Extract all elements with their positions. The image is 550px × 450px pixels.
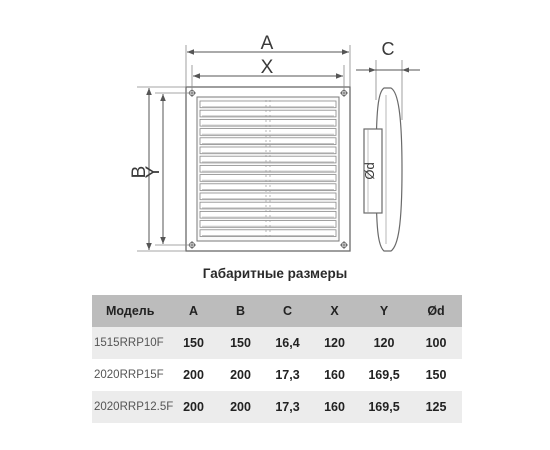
- cell-a: 200: [170, 391, 217, 423]
- cell-y: 169,5: [358, 391, 410, 423]
- column-header-x: X: [311, 295, 358, 327]
- cell-b: 150: [217, 327, 264, 359]
- spigot-collar: [363, 128, 383, 214]
- dim-label-a: A: [261, 33, 274, 54]
- cell-b: 200: [217, 391, 264, 423]
- table-row: 2020RRP12.5F 200 200 17,3 160 169,5 125: [92, 391, 462, 423]
- dim-label-d: Ød: [362, 162, 377, 179]
- cell-d: 100: [410, 327, 462, 359]
- cell-a: 200: [170, 359, 217, 391]
- dimensions-table: Модель A B C X Y Ød 1515RRP10F 150 150 1…: [92, 295, 462, 423]
- cell-x: 160: [311, 359, 358, 391]
- louver-slat: [199, 155, 337, 164]
- cell-d: 125: [410, 391, 462, 423]
- side-view: [363, 87, 403, 252]
- louver-slat: [199, 137, 337, 145]
- cell-model: 1515RRP10F: [92, 327, 170, 359]
- column-header-d: Ød: [410, 295, 462, 327]
- louver-slat: [199, 192, 337, 201]
- extension-lines: [137, 45, 351, 252]
- dim-label-y: Y: [143, 165, 164, 178]
- louver-slat: [199, 128, 337, 136]
- column-header-c: C: [264, 295, 311, 327]
- dim-label-x: X: [261, 57, 274, 78]
- cell-c: 17,3: [264, 391, 311, 423]
- louver-slat: [199, 229, 337, 237]
- column-header-b: B: [217, 295, 264, 327]
- louver-slat: [199, 164, 337, 173]
- column-header-a: A: [170, 295, 217, 327]
- cell-model: 2020RRP15F: [92, 359, 170, 391]
- cell-c: 16,4: [264, 327, 311, 359]
- louver-slat: [199, 220, 337, 228]
- cell-c: 17,3: [264, 359, 311, 391]
- dim-label-c: C: [382, 39, 395, 59]
- louver-slat: [199, 109, 337, 118]
- louver-slat: [199, 119, 337, 127]
- column-header-y: Y: [358, 295, 410, 327]
- cell-a: 150: [170, 327, 217, 359]
- cell-b: 200: [217, 359, 264, 391]
- dimension-lines: [146, 49, 349, 250]
- table-row: 1515RRP10F 150 150 16,4 120 120 100: [92, 327, 462, 359]
- louver-slats: [199, 100, 337, 238]
- louver-slat: [199, 201, 337, 210]
- louver-slat: [199, 146, 337, 155]
- front-view: [185, 86, 351, 252]
- table-header-row: Модель A B C X Y Ød: [92, 295, 462, 327]
- table-row: 2020RRP15F 200 200 17,3 160 169,5 150: [92, 359, 462, 391]
- louver-slat: [199, 100, 337, 109]
- louver-slat: [199, 183, 337, 191]
- dim-label-b: B: [129, 166, 150, 179]
- louver-slat: [199, 174, 337, 182]
- louver-slat: [199, 210, 337, 219]
- cell-x: 120: [311, 327, 358, 359]
- spec-title: Габаритные размеры: [202, 266, 348, 281]
- grille-dimension-drawing: A X B Y C Ød: [129, 33, 420, 252]
- column-header-model: Модель: [92, 295, 170, 327]
- cell-d: 150: [410, 359, 462, 391]
- cell-y: 169,5: [358, 359, 410, 391]
- cell-y: 120: [358, 327, 410, 359]
- cell-x: 160: [311, 391, 358, 423]
- cell-model: 2020RRP12.5F: [92, 391, 173, 423]
